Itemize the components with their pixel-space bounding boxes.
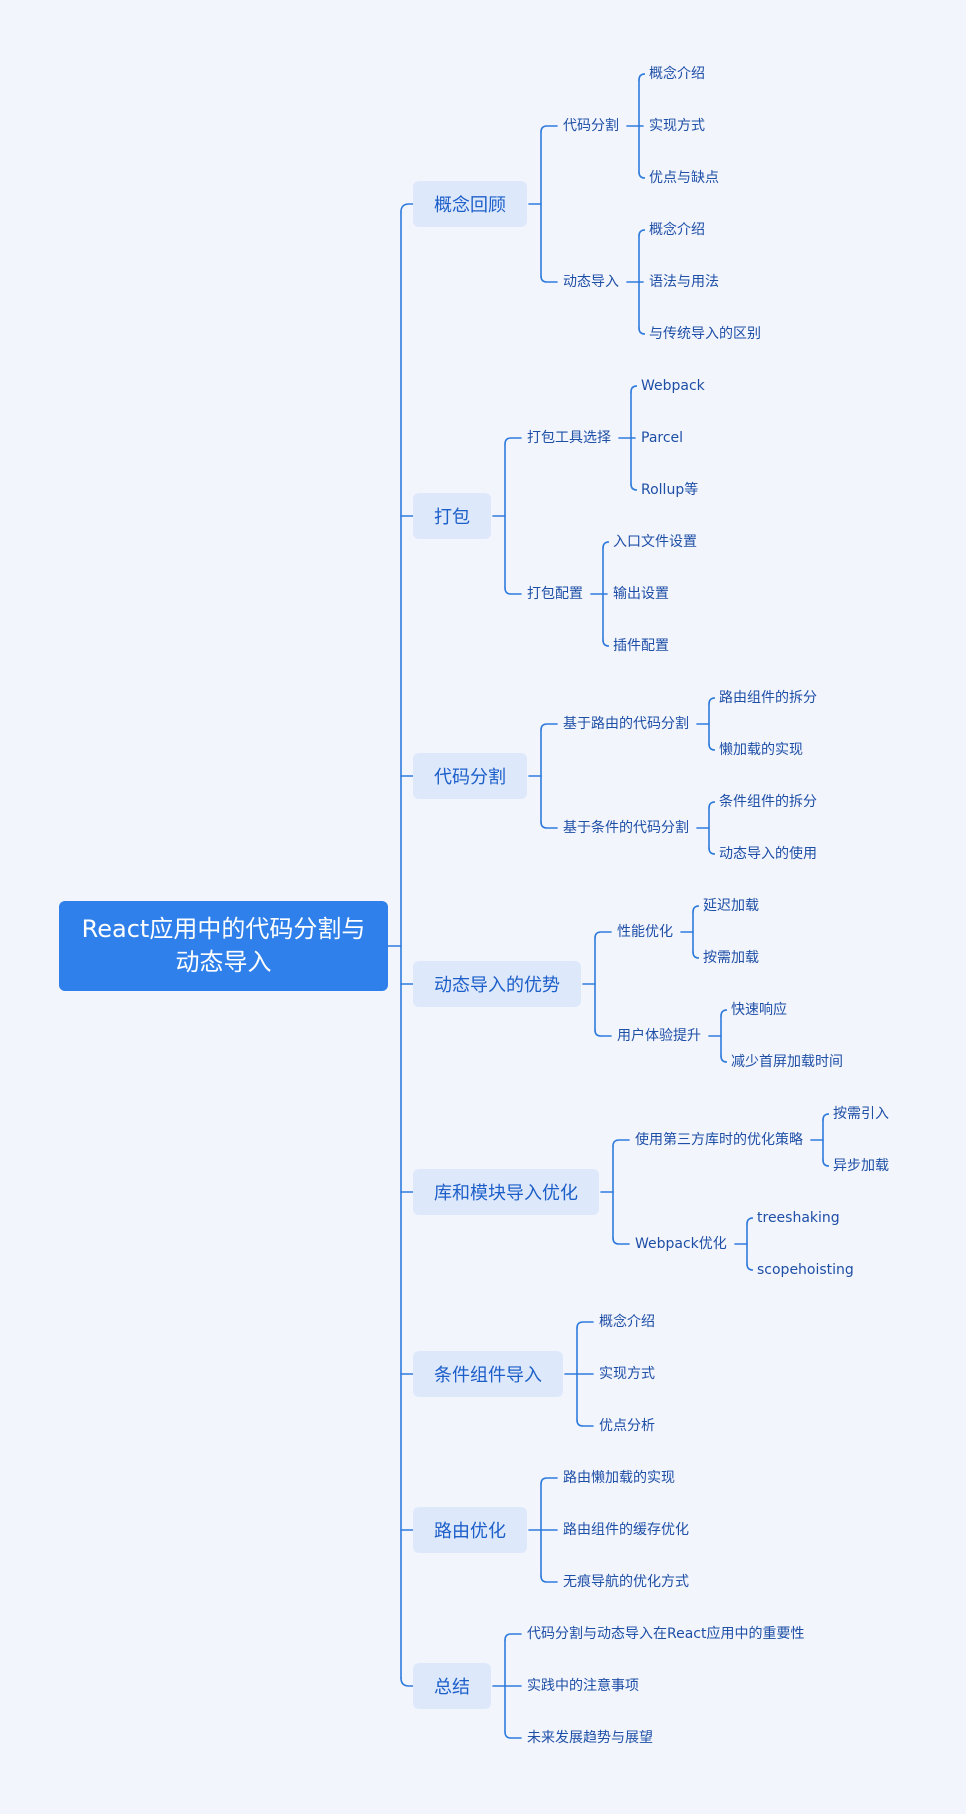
sub-0-0-link <box>638 73 646 81</box>
branch-4-link <box>612 1237 630 1245</box>
subtopic[interactable]: 代码分割 <box>563 118 619 134</box>
leaf-topic[interactable]: treeshaking <box>757 1210 840 1226</box>
sub-3-1-link <box>720 1055 728 1063</box>
sub-4-0-link <box>822 1113 830 1121</box>
sub-0-1-link <box>638 229 646 237</box>
leaf-topic[interactable]: 减少首屏加载时间 <box>731 1054 843 1070</box>
branch-3-link <box>594 931 612 939</box>
leaf-topic[interactable]: Parcel <box>641 430 684 446</box>
leaf-topic[interactable]: 概念介绍 <box>649 66 705 82</box>
subtopic[interactable]: 未来发展趋势与展望 <box>527 1730 653 1746</box>
leaf-topic[interactable]: 条件组件的拆分 <box>719 794 817 810</box>
sub-3-0-link <box>692 905 700 913</box>
branch-topic[interactable]: 概念回顾 <box>413 181 527 227</box>
subtopic[interactable]: 路由组件的缓存优化 <box>563 1522 689 1538</box>
sub-1-1-link <box>602 639 610 647</box>
subtopic[interactable]: 实现方式 <box>599 1366 655 1382</box>
sub-3-1-link <box>720 1009 728 1017</box>
sub-1-0-link <box>630 483 638 491</box>
subtopic[interactable]: 打包配置 <box>527 586 583 602</box>
sub-3-0-link <box>692 951 700 959</box>
sub-2-0-link <box>708 743 716 751</box>
subtopic[interactable]: 基于条件的代码分割 <box>563 820 689 836</box>
subtopic[interactable]: 打包工具选择 <box>527 430 611 446</box>
subtopic[interactable]: 用户体验提升 <box>617 1028 701 1044</box>
leaf-topic[interactable]: 按需加载 <box>703 950 759 966</box>
sub-2-0-link <box>708 697 716 705</box>
sub-2-1-link <box>708 801 716 809</box>
subtopic[interactable]: 路由懒加载的实现 <box>563 1470 675 1486</box>
branch-topic[interactable]: 总结 <box>413 1663 491 1709</box>
leaf-topic[interactable]: 插件配置 <box>613 638 669 654</box>
sub-0-1-link <box>638 327 646 335</box>
subtopic[interactable]: 使用第三方库时的优化策略 <box>635 1132 803 1148</box>
sub-4-1-link <box>746 1263 754 1271</box>
sub-4-0-link <box>822 1159 830 1167</box>
branch-7-link <box>504 1731 522 1739</box>
branch-topic[interactable]: 路由优化 <box>413 1507 527 1553</box>
sub-1-1-link <box>602 541 610 549</box>
subtopic[interactable]: 实践中的注意事项 <box>527 1678 639 1694</box>
subtopic[interactable]: 无痕导航的优化方式 <box>563 1574 689 1590</box>
leaf-topic[interactable]: 入口文件设置 <box>613 534 697 550</box>
sub-2-1-link <box>708 847 716 855</box>
branch-5-link <box>576 1419 594 1427</box>
leaf-topic[interactable]: 优点与缺点 <box>649 170 719 186</box>
branch-5-link <box>576 1321 594 1329</box>
leaf-topic[interactable]: 实现方式 <box>649 118 705 134</box>
sub-0-0-link <box>638 171 646 179</box>
leaf-topic[interactable]: 概念介绍 <box>649 222 705 238</box>
leaf-topic[interactable]: 语法与用法 <box>649 274 719 290</box>
leaf-topic[interactable]: 动态导入的使用 <box>719 846 817 862</box>
root-link <box>400 203 414 213</box>
sub-4-1-link <box>746 1217 754 1225</box>
branch-0-link <box>540 125 558 133</box>
leaf-topic[interactable]: 异步加载 <box>833 1158 889 1174</box>
branch-1-link <box>504 587 522 595</box>
subtopic[interactable]: 动态导入 <box>563 274 619 290</box>
root-topic[interactable]: React应用中的代码分割与 动态导入 <box>59 901 388 991</box>
branch-topic[interactable]: 代码分割 <box>413 753 527 799</box>
leaf-topic[interactable]: 懒加载的实现 <box>719 742 803 758</box>
branch-6-link <box>540 1477 558 1485</box>
sub-1-0-link <box>630 385 638 393</box>
root-link <box>400 1677 414 1687</box>
branch-topic[interactable]: 条件组件导入 <box>413 1351 563 1397</box>
leaf-topic[interactable]: 延迟加载 <box>703 898 759 914</box>
leaf-topic[interactable]: 路由组件的拆分 <box>719 690 817 706</box>
branch-topic[interactable]: 打包 <box>413 493 491 539</box>
subtopic[interactable]: Webpack优化 <box>635 1236 727 1252</box>
branch-topic[interactable]: 动态导入的优势 <box>413 961 581 1007</box>
leaf-topic[interactable]: 快速响应 <box>731 1002 787 1018</box>
leaf-topic[interactable]: 按需引入 <box>833 1106 889 1122</box>
branch-1-link <box>504 437 522 445</box>
branch-3-link <box>594 1029 612 1037</box>
branch-0-link <box>540 275 558 283</box>
leaf-topic[interactable]: Webpack <box>641 378 705 394</box>
branch-4-link <box>612 1139 630 1147</box>
leaf-topic[interactable]: 与传统导入的区别 <box>649 326 761 342</box>
subtopic[interactable]: 基于路由的代码分割 <box>563 716 689 732</box>
subtopic[interactable]: 概念介绍 <box>599 1314 655 1330</box>
branch-7-link <box>504 1633 522 1641</box>
subtopic[interactable]: 性能优化 <box>617 924 673 940</box>
branch-2-link <box>540 821 558 829</box>
leaf-topic[interactable]: Rollup等 <box>641 482 699 498</box>
subtopic[interactable]: 优点分析 <box>599 1418 655 1434</box>
branch-2-link <box>540 723 558 731</box>
branch-6-link <box>540 1575 558 1583</box>
branch-topic[interactable]: 库和模块导入优化 <box>413 1169 599 1215</box>
leaf-topic[interactable]: scopehoisting <box>757 1262 854 1278</box>
leaf-topic[interactable]: 输出设置 <box>613 586 669 602</box>
subtopic[interactable]: 代码分割与动态导入在React应用中的重要性 <box>527 1626 805 1642</box>
